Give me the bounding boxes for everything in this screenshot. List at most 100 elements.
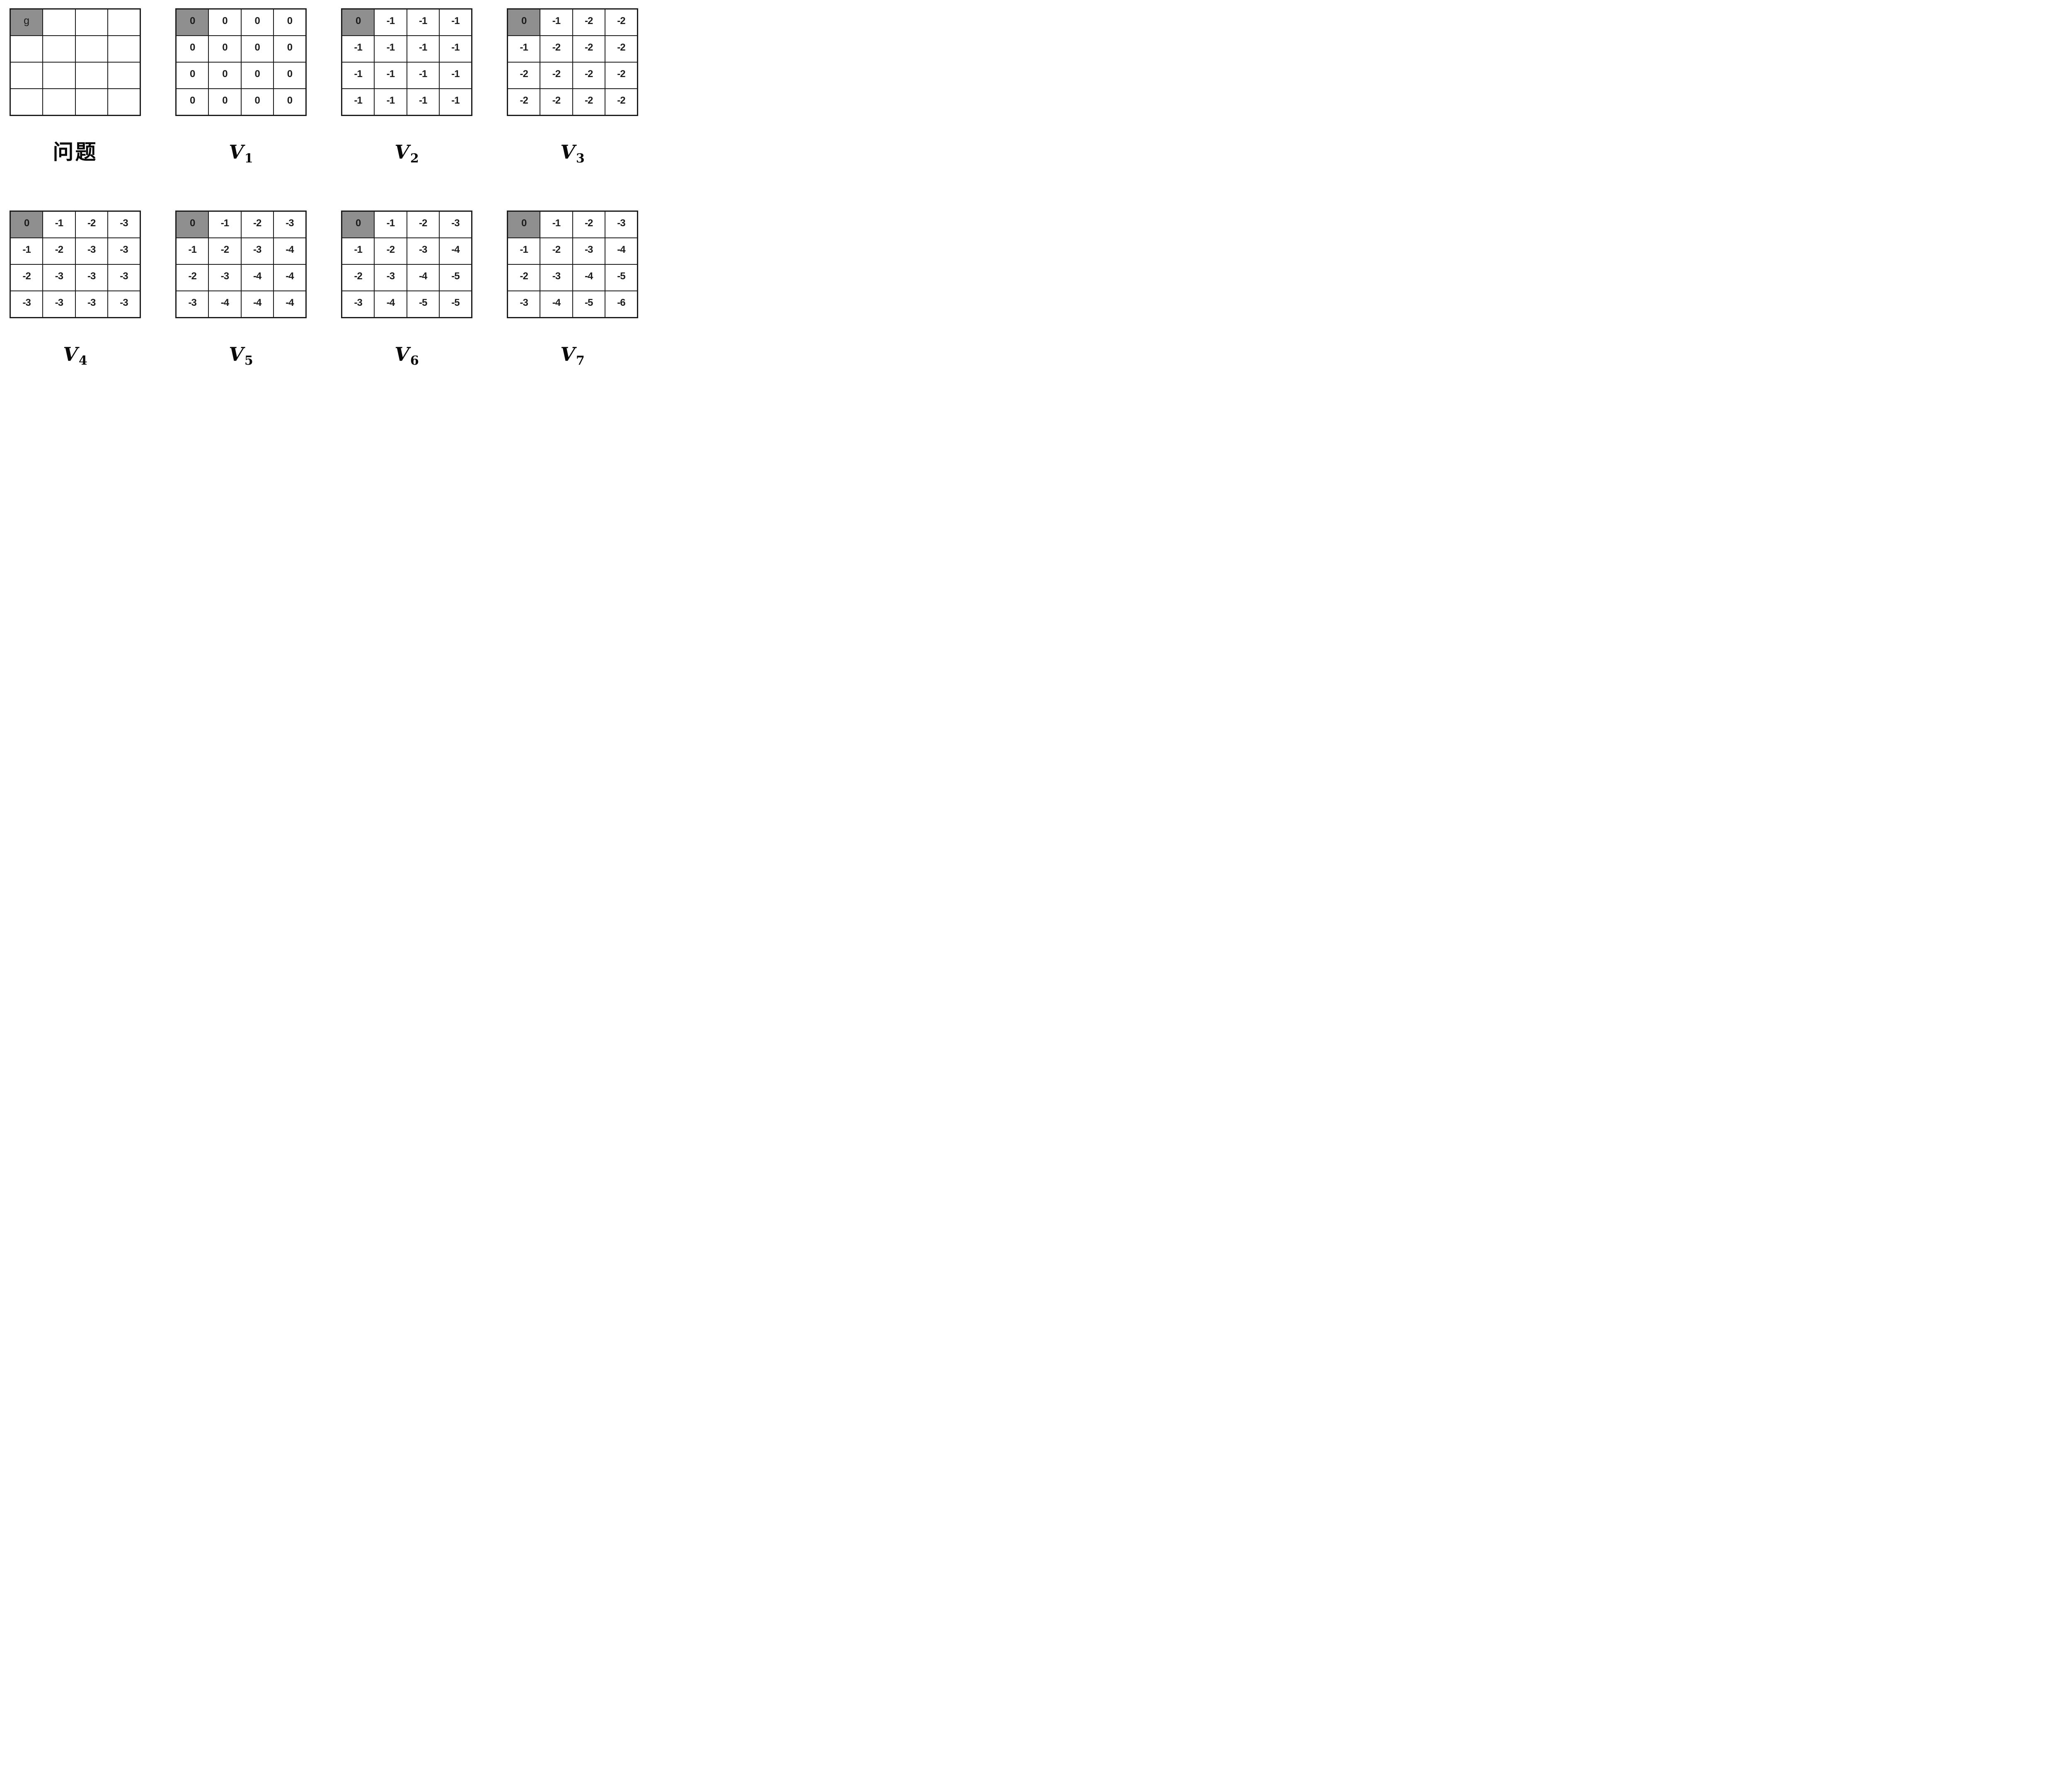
grid-cell-v2-r2c2: -1 (407, 63, 439, 88)
caption-symbol: V (560, 141, 575, 163)
grid-cell-v7-r2c0: -2 (508, 265, 540, 290)
caption-subscript: 4 (78, 353, 87, 368)
grid-cell-v7-r1c2: -3 (573, 238, 605, 264)
grid-cell-v5-r0c2: -2 (241, 212, 273, 237)
grid-cell-problem-r0c1 (43, 10, 75, 35)
grid-cell-v6-r3c2: -5 (407, 291, 439, 317)
caption-subscript: 2 (410, 151, 419, 166)
caption-symbol: V (63, 343, 78, 365)
grid-cell-problem-r0c3 (108, 10, 140, 35)
grid-cell-v2-r3c2: -1 (407, 89, 439, 115)
grid-cell-problem-r2c2 (75, 63, 107, 88)
grid-cell-v7-r3c3: -6 (605, 291, 637, 317)
caption-text: 问题 (53, 140, 98, 164)
grid-cell-v1-r0c1: 0 (209, 10, 241, 35)
grid-cell-v4-r1c0: -1 (11, 238, 43, 264)
grid-cell-v7-r3c2: -5 (573, 291, 605, 317)
grid-cell-v7-r3c1: -4 (540, 291, 572, 317)
grid-cell-v7-r1c3: -4 (605, 238, 637, 264)
goal-cell-v5-r0c0: 0 (177, 212, 208, 237)
grid-cell-v4-r2c0: -2 (11, 265, 43, 290)
grid-cell-v3-r3c2: -2 (573, 89, 605, 115)
grid-cell-v2-r1c0: -1 (342, 36, 374, 62)
grid-cell-problem-r0c2 (75, 10, 107, 35)
grid-cell-v5-r2c2: -4 (241, 265, 273, 290)
grid-cell-v5-r0c3: -3 (274, 212, 305, 237)
grid-cell-v2-r3c0: -1 (342, 89, 374, 115)
grid-cell-v5-r1c2: -3 (241, 238, 273, 264)
grid-cell-v5-r1c3: -4 (274, 238, 305, 264)
grid-cell-v4-r1c1: -2 (43, 238, 75, 264)
grid-cell-v5-r2c0: -2 (177, 265, 208, 290)
caption-subscript: 3 (576, 151, 585, 166)
grid-cell-v3-r3c0: -2 (508, 89, 540, 115)
grid-cell-v4-r1c2: -3 (75, 238, 107, 264)
grid-cell-v4-r2c2: -3 (75, 265, 107, 290)
grid-cell-v6-r2c0: -2 (342, 265, 374, 290)
grid-cell-problem-r3c0 (11, 89, 43, 115)
grid-cell-v2-r2c1: -1 (375, 63, 407, 88)
grid-cell-v4-r3c0: -3 (11, 291, 43, 317)
grid-cell-v3-r1c1: -2 (540, 36, 572, 62)
grid-cell-v1-r0c3: 0 (274, 10, 305, 35)
grid-cell-v1-r3c1: 0 (209, 89, 241, 115)
grid-cell-v3-r0c2: -2 (573, 10, 605, 35)
grid-cell-v2-r1c1: -1 (375, 36, 407, 62)
grid-cell-v4-r1c3: -3 (108, 238, 140, 264)
grid-cell-problem-r1c2 (75, 36, 107, 62)
grid-cell-v3-r1c2: -2 (573, 36, 605, 62)
value-grid-v2: 0-1-1-1-1-1-1-1-1-1-1-1-1-1-1-1 (341, 8, 472, 116)
grid-cell-v5-r3c0: -3 (177, 291, 208, 317)
grid-cell-v6-r0c3: -3 (439, 212, 471, 237)
grid-panel-problem: g 问题 (8, 8, 142, 164)
grid-cell-v7-r0c2: -2 (573, 212, 605, 237)
goal-cell-v1-r0c0: 0 (177, 10, 208, 35)
grid-cell-v1-r2c2: 0 (241, 63, 273, 88)
grid-cell-v6-r2c1: -3 (375, 265, 407, 290)
caption-symbol: V (395, 141, 409, 163)
grid-cell-problem-r2c3 (108, 63, 140, 88)
grid-cell-problem-r2c0 (11, 63, 43, 88)
grid-cell-v6-r0c1: -1 (375, 212, 407, 237)
grid-cell-v1-r1c3: 0 (274, 36, 305, 62)
grid-cell-v3-r2c1: -2 (540, 63, 572, 88)
grid-cell-v2-r2c0: -1 (342, 63, 374, 88)
goal-cell-problem-r0c0: g (11, 10, 43, 35)
caption-subscript: 1 (244, 151, 253, 166)
grid-cell-problem-r3c3 (108, 89, 140, 115)
value-grid-v4: 0-1-2-3-1-2-3-3-2-3-3-3-3-3-3-3 (10, 211, 141, 318)
grid-cell-v3-r2c0: -2 (508, 63, 540, 88)
grid-cell-problem-r3c1 (43, 89, 75, 115)
grid-cell-problem-r3c2 (75, 89, 107, 115)
caption-subscript: 5 (244, 353, 253, 368)
goal-cell-v3-r0c0: 0 (508, 10, 540, 35)
grid-cell-v2-r0c3: -1 (439, 10, 471, 35)
grid-cell-v2-r0c2: -1 (407, 10, 439, 35)
grid-cell-v6-r2c2: -4 (407, 265, 439, 290)
grid-cell-v5-r1c0: -1 (177, 238, 208, 264)
grid-cell-problem-r2c1 (43, 63, 75, 88)
grid-cell-v5-r3c1: -4 (209, 291, 241, 317)
grid-cell-v3-r0c1: -1 (540, 10, 572, 35)
grid-cell-v6-r3c3: -5 (439, 291, 471, 317)
grid-cell-v1-r0c2: 0 (241, 10, 273, 35)
grid-cell-v5-r3c3: -4 (274, 291, 305, 317)
grid-cell-v3-r3c1: -2 (540, 89, 572, 115)
grid-cell-v3-r1c0: -1 (508, 36, 540, 62)
caption-subscript: 7 (576, 353, 585, 368)
caption-symbol: V (229, 141, 244, 163)
grid-cell-v1-r1c0: 0 (177, 36, 208, 62)
